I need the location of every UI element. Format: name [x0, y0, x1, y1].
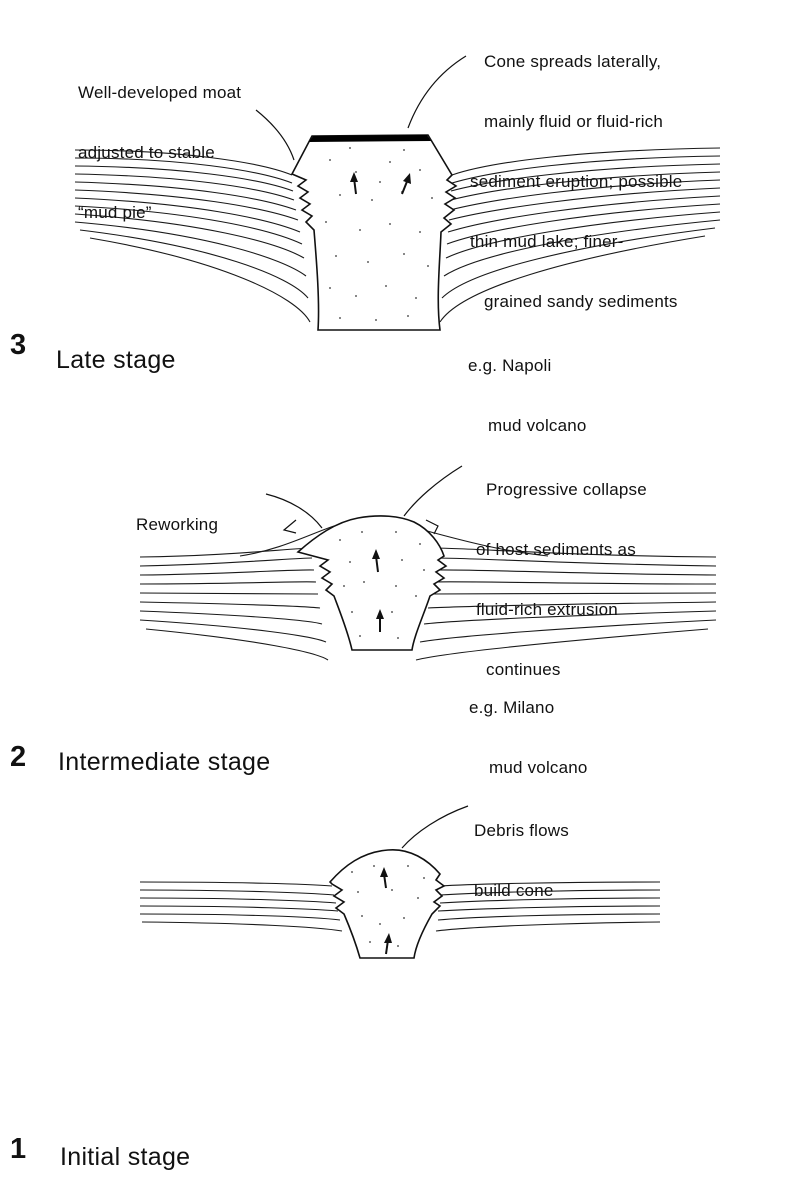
annotation-line: grained sandy sediments [470, 292, 682, 312]
annotation-line: sediment eruption; possible [470, 172, 682, 192]
example-line: mud volcano [469, 758, 588, 778]
stage-3-thin-mud-lake [309, 135, 431, 142]
annotation-line: “mud pie” [78, 203, 241, 223]
stage-1-debris-leader [402, 806, 468, 848]
stage-3-cone-annotation: Cone spreads laterally, mainly fluid or … [470, 12, 682, 352]
stage-3-number: 3 [10, 330, 26, 360]
annotation-line: Progressive collapse [476, 480, 647, 500]
example-line: mud volcano [468, 416, 587, 436]
annotation-line: mainly fluid or fluid-rich [470, 112, 682, 132]
annotation-line: Well-developed moat [78, 83, 241, 103]
annotation-line: build cone [474, 881, 569, 901]
annotation-line: Debris flows [474, 821, 569, 841]
stage-2-collapse-leader [404, 466, 462, 516]
stage-1-number: 1 [10, 1134, 26, 1164]
stage-3-title: Late stage [56, 345, 176, 375]
annotation-line: thin mud lake; finer- [470, 232, 682, 252]
annotation-line: of host sediments as [476, 540, 647, 560]
stage-3-cone-leader [408, 56, 466, 128]
stage-1-title: Initial stage [60, 1142, 190, 1172]
stage-1-debris-annotation: Debris flows build cone [474, 781, 569, 941]
stage-3-moat-leader [256, 110, 294, 160]
stage-2-mud-volcano-body [298, 516, 446, 650]
example-line: e.g. Napoli [468, 356, 587, 376]
stage-3-moat-annotation: Well-developed moat adjusted to stable “… [78, 43, 241, 263]
annotation-line: Reworking [136, 515, 218, 535]
annotation-line: Cone spreads laterally, [470, 52, 682, 72]
example-line: e.g. Milano [469, 698, 588, 718]
annotation-line: adjusted to stable [78, 143, 241, 163]
stage-2-number: 2 [10, 742, 26, 772]
stage-2-reworking-leader [266, 494, 322, 528]
stage-2-title: Intermediate stage [58, 747, 270, 777]
stage-3-mud-volcano-body [292, 135, 456, 330]
stage-2-reworking-annotation: Reworking [136, 475, 218, 575]
annotation-line: fluid-rich extrusion [476, 600, 647, 620]
